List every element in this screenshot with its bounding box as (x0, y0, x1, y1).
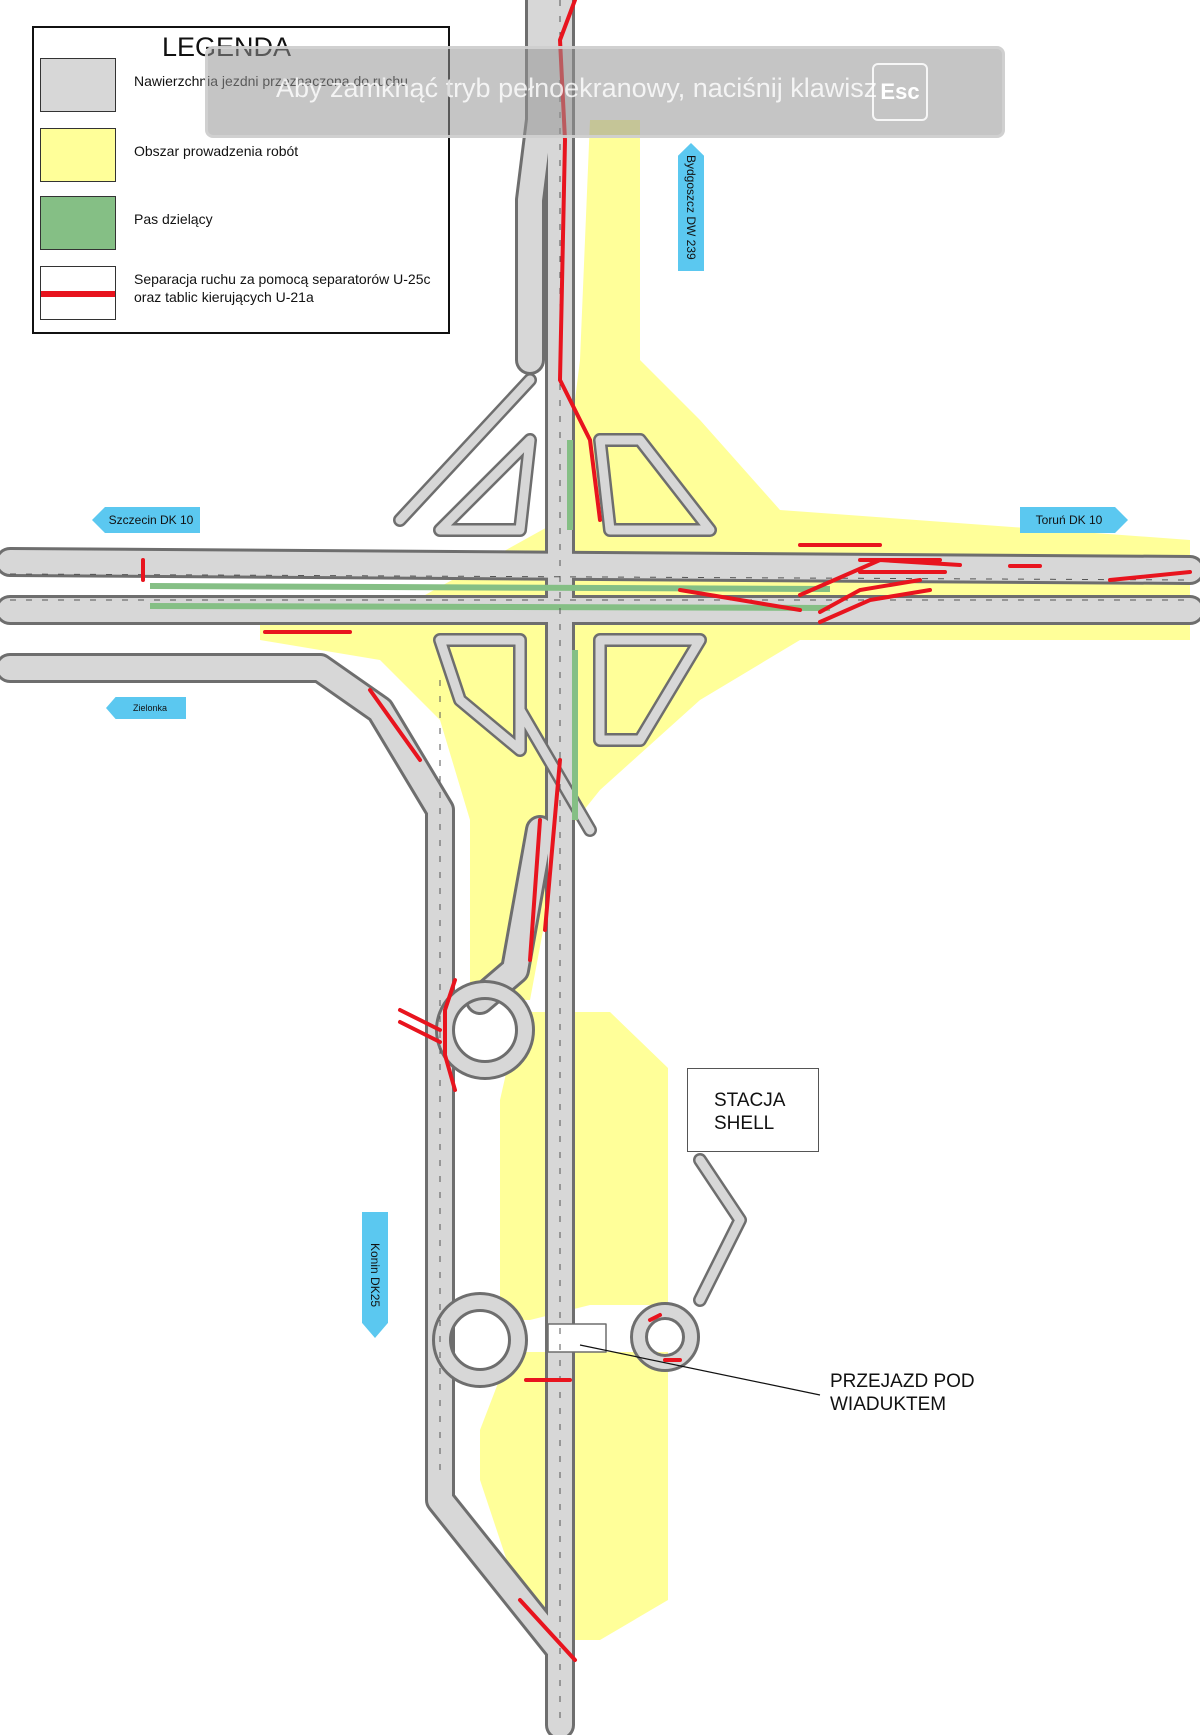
sign-bydgoszcz: Bydgoszcz DW 239 (678, 143, 704, 271)
separation-swatch (40, 266, 116, 320)
sign-szczecin-label: Szczecin DK 10 (108, 513, 194, 527)
road-swatch (40, 58, 116, 112)
sign-bydgoszcz-label: Bydgoszcz DW 239 (684, 154, 698, 260)
work-areas (260, 120, 1190, 1640)
fullscreen-exit-hint: Aby zamknąć tryb pełnoekranowy, naciśnij… (205, 46, 1005, 138)
work-area-swatch (40, 128, 116, 182)
sign-zielonka: Zielonka (106, 697, 186, 719)
legend-item-separation: Separacja ruchu za pomocą separatorów U-… (40, 266, 440, 326)
legend-item-work-area: Obszar prowadzenia robót (40, 128, 440, 188)
fullscreen-hint-text: Aby zamknąć tryb pełnoekranowy, naciśnij… (276, 73, 878, 103)
lane-markings (9, 0, 1191, 1720)
legend-label: Separacja ruchu za pomocą separatorów U-… (134, 271, 431, 305)
legend-item-median: Pas dzielący (40, 196, 440, 256)
underpass-label: PRZEJAZD POD WIADUKTEM (830, 1371, 975, 1415)
median-strips (149, 440, 831, 820)
sign-konin: Konin DK25 (362, 1212, 388, 1338)
station-label: STACJA SHELL (714, 1090, 785, 1134)
median-swatch (40, 196, 116, 250)
underpass-leader (579, 1344, 821, 1396)
legend-label: Obszar prowadzenia robót (134, 143, 299, 159)
esc-key[interactable]: Esc (872, 63, 928, 121)
traffic-separation (141, 0, 1192, 1662)
sign-szczecin: Szczecin DK 10 (92, 507, 200, 533)
sign-konin-label: Konin DK25 (368, 1242, 382, 1308)
separation-line (41, 291, 115, 297)
legend-label: Pas dzielący (134, 211, 213, 227)
station-box: STACJA SHELL (687, 1068, 819, 1152)
sign-torun: Toruń DK 10 (1020, 507, 1128, 533)
sign-torun-label: Toruń DK 10 (1035, 513, 1103, 527)
sign-zielonka-label: Zielonka (132, 703, 168, 713)
